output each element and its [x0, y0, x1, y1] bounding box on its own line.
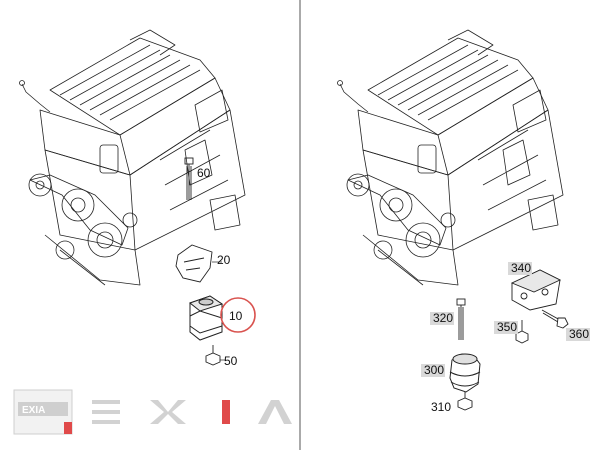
engine-illustration-left — [19, 29, 246, 286]
callout-300: 300 — [424, 363, 444, 377]
nut-310 — [457, 392, 473, 411]
engine-mount-300 — [449, 353, 481, 393]
engine-mount-10 — [188, 295, 224, 341]
callout-310: 310 — [431, 400, 451, 414]
highlight-circle — [220, 297, 256, 333]
callout-20: 20 — [217, 253, 231, 267]
callout-60: 60 — [197, 166, 211, 180]
callout-10: 10 — [229, 309, 243, 323]
nut-50 — [205, 345, 226, 366]
bolt-360 — [541, 309, 569, 329]
exia-wordmark — [92, 400, 292, 424]
callout-box-340 — [508, 262, 532, 275]
callout-box-360 — [566, 328, 590, 341]
callout-box-300 — [421, 364, 445, 377]
bolt-60 — [184, 157, 194, 200]
exia-logo: EXIA — [13, 389, 73, 435]
callout-box-350 — [494, 321, 518, 334]
bolt-320 — [456, 298, 466, 340]
callout-340: 340 — [511, 261, 531, 275]
callout-50: 50 — [224, 354, 238, 368]
callout-350: 350 — [497, 320, 517, 334]
callout-360: 360 — [569, 327, 589, 341]
callout-box-320 — [430, 312, 454, 325]
bracket-340 — [510, 269, 562, 311]
svg-text:EXIA: EXIA — [22, 405, 45, 416]
bracket-20 — [175, 244, 222, 283]
engine-illustration-right — [337, 29, 564, 286]
callout-320: 320 — [433, 311, 453, 325]
bolt-350 — [515, 320, 529, 344]
